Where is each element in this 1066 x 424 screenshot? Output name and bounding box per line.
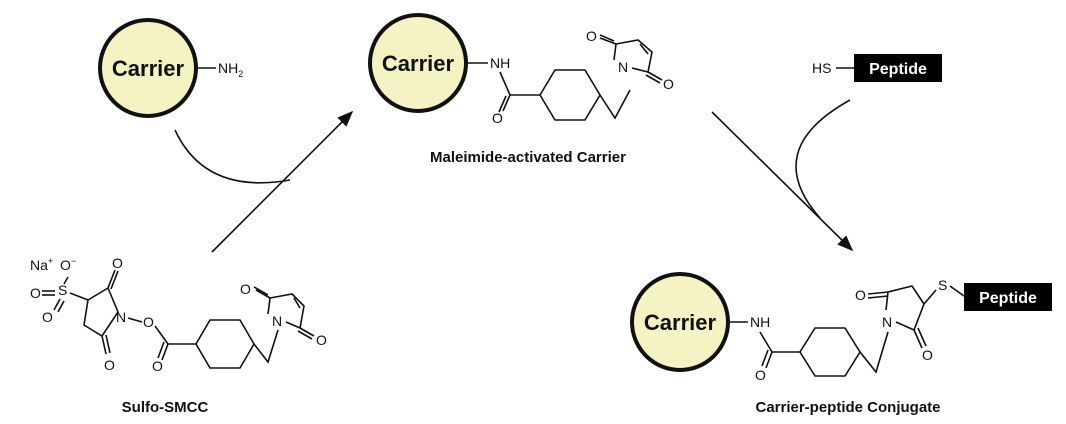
carrier-label-3: Carrier (644, 310, 717, 335)
o-label-mal-2a: O (586, 28, 597, 44)
caption-maleimide-activated: Maleimide-activated Carrier (430, 149, 626, 166)
thiol-peptide: HS Peptide (812, 54, 942, 82)
nh2-group: NH2 (218, 60, 243, 79)
carrier-amine: Carrier NH2 (98, 18, 243, 118)
o-label-mal-smcc-b: O (316, 332, 327, 348)
arrow-down (711, 111, 854, 252)
carrier-peptide-conjugate: Carrier NH O N O O S Peptide Carrier-pep… (630, 272, 1052, 416)
na-label: Na+ (30, 256, 53, 273)
carrier-label-2: Carrier (382, 51, 455, 76)
peptide-label-1: Peptide (869, 61, 927, 78)
nh-label-2: NH (490, 55, 510, 71)
n-label-mal-smcc: N (272, 313, 282, 329)
sulfo-smcc: Na+ O− S O O O O N O O N O (30, 255, 327, 416)
o-label-mal-2b: O (663, 76, 674, 92)
o-label-amide-3: O (755, 367, 766, 383)
o-label-mal-smcc-a: O (240, 281, 251, 297)
o-label-amide-2: O (492, 110, 503, 126)
n-label-conj: N (882, 314, 892, 330)
peptide-box-1 (854, 54, 942, 82)
peptide-box-2 (964, 283, 1052, 311)
caption-sulfo-smcc: Sulfo-SMCC (122, 399, 209, 416)
maleimide-activated-carrier: Carrier NH O N O O Maleimide-activated C… (368, 13, 674, 166)
carrier-label-1: Carrier (112, 56, 185, 81)
o-label-sulfonate: O− (60, 256, 76, 273)
nh-label-3: NH (750, 314, 770, 330)
o-label-conj-a: O (855, 287, 866, 303)
o-label-ester: O (143, 314, 154, 330)
o-label-conj-b: O (922, 347, 933, 363)
caption-conjugate: Carrier-peptide Conjugate (755, 399, 940, 416)
curved-arrow-right (795, 99, 851, 219)
o-label-so3-a: O (30, 285, 41, 301)
o-label-succ-a: O (112, 255, 123, 271)
o-label-succ-b: O (104, 357, 115, 373)
o-label-so3-b: O (42, 309, 53, 325)
s-label-thioether: S (938, 277, 947, 293)
n-label-succ: N (116, 309, 126, 325)
arrow-up (211, 110, 354, 253)
n-label-2: N (618, 59, 628, 75)
s-label-sulfo: S (58, 282, 67, 298)
hs-label: HS (812, 60, 831, 76)
curved-arrow-left (174, 129, 291, 184)
o-label-carbonyl: O (152, 358, 163, 374)
peptide-label-2: Peptide (979, 290, 1037, 307)
